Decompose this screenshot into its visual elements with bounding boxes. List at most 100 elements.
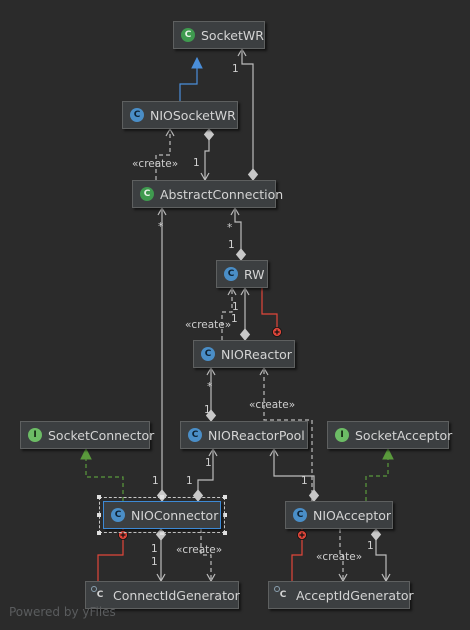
edge-label: «create» — [176, 544, 222, 556]
resize-handle[interactable] — [223, 513, 227, 517]
class-label: NIOSocketWR — [150, 107, 236, 123]
open-arrowhead — [165, 127, 175, 137]
class-node-socket-acceptor[interactable]: I SocketAcceptor — [327, 421, 453, 449]
edge-label: 1 — [232, 63, 239, 75]
composition-diamond — [205, 409, 217, 422]
class-label: NIOReactor — [221, 346, 292, 362]
edge-label: 1 — [151, 543, 158, 555]
edge-inner — [97, 529, 124, 581]
edge-extends — [179, 58, 198, 101]
class-label: NIOConnector — [131, 507, 219, 523]
composition-diamond — [370, 528, 382, 541]
resize-handle[interactable] — [223, 495, 227, 499]
plus-icon — [120, 532, 126, 538]
interface-icon: I — [335, 428, 349, 442]
class-node-nioreactor[interactable]: C NIOReactor — [193, 340, 295, 368]
composition-diamond — [308, 489, 320, 502]
resize-handle[interactable] — [160, 495, 164, 499]
edge-create — [339, 529, 344, 581]
class-label: AcceptIdGenerator — [296, 587, 414, 603]
resize-handle[interactable] — [97, 513, 101, 517]
class-node-nioacceptor[interactable]: C NIOAcceptor — [285, 501, 393, 529]
final-class-icon: C — [274, 586, 290, 602]
abstract-class-icon: C — [140, 187, 154, 201]
triangle-arrowhead — [191, 56, 203, 69]
resize-handle[interactable] — [160, 531, 164, 535]
watermark: Powered by yFiles — [9, 605, 116, 619]
open-arrowhead — [230, 206, 240, 216]
edge-label: «create» — [185, 319, 231, 331]
edge-label: 1 — [186, 475, 193, 487]
class-label: NIOReactorPool — [208, 427, 305, 443]
open-arrowhead — [227, 286, 237, 296]
edge-label: 1 — [205, 457, 212, 469]
edge-label: 1 — [301, 475, 308, 487]
plus-icon — [299, 532, 305, 538]
edge-association — [375, 529, 387, 581]
edge-association — [273, 449, 315, 501]
edge-create — [155, 129, 171, 180]
final-class-icon: C — [91, 586, 107, 602]
resize-handle[interactable] — [223, 531, 227, 535]
composition-diamond — [239, 328, 251, 341]
class-node-socket-wr[interactable]: C SocketWR — [173, 21, 265, 49]
edge-association — [234, 208, 242, 260]
edge-label: 1 — [231, 313, 238, 325]
edge-label: 1 — [193, 157, 200, 169]
class-label: SocketWR — [201, 27, 264, 43]
class-node-accept-id-generator[interactable]: C AcceptIdGenerator — [268, 581, 414, 609]
edge-label: * — [227, 222, 232, 234]
open-arrowhead — [237, 47, 247, 57]
class-icon: C — [111, 508, 125, 522]
class-icon: C — [201, 347, 215, 361]
edge-label: 1 — [204, 404, 211, 416]
class-node-rw[interactable]: C RW — [216, 260, 268, 288]
edge-implements — [365, 449, 389, 501]
open-arrowhead — [259, 366, 269, 376]
class-label: SocketAcceptor — [355, 427, 453, 443]
composition-diamond — [192, 489, 204, 502]
class-label: NIOAcceptor — [313, 507, 392, 523]
edge-label: «create» — [249, 399, 295, 411]
edge-implements — [85, 449, 124, 501]
plus-icon — [274, 329, 280, 335]
edge-inner — [261, 288, 278, 328]
open-arrowhead — [240, 286, 250, 296]
composition-diamond — [203, 128, 215, 141]
edge-label: 1 — [367, 540, 374, 552]
edge-label: 1 — [152, 475, 159, 487]
class-icon: C — [130, 108, 144, 122]
edge-create — [221, 288, 233, 340]
edge-inner — [291, 529, 303, 581]
class-node-nioconnector[interactable]: C NIOConnector — [103, 501, 221, 529]
class-label: SocketConnector — [48, 427, 155, 443]
edge-label: 1 — [228, 239, 235, 251]
triangle-arrowhead — [80, 447, 92, 460]
class-label: RW — [244, 266, 265, 282]
open-arrowhead — [206, 366, 216, 376]
edge-label: «create» — [316, 551, 362, 563]
edge-create — [200, 529, 212, 581]
abstract-class-icon: C — [181, 28, 195, 42]
edge-create — [263, 368, 313, 501]
open-arrowhead — [157, 206, 167, 216]
class-icon: C — [293, 508, 307, 522]
resize-handle[interactable] — [97, 531, 101, 535]
edge-label: * — [207, 381, 212, 393]
class-node-niosocket-wr[interactable]: C NIOSocketWR — [122, 101, 238, 129]
edge-label: * — [158, 221, 163, 233]
open-arrowhead — [208, 447, 218, 457]
resize-handle[interactable] — [97, 495, 101, 499]
edge-label: 1 — [151, 556, 158, 568]
class-icon: C — [224, 267, 238, 281]
triangle-arrowhead — [382, 447, 394, 460]
edge-association — [241, 49, 254, 180]
open-arrowhead — [269, 447, 279, 457]
composition-diamond — [247, 168, 259, 181]
